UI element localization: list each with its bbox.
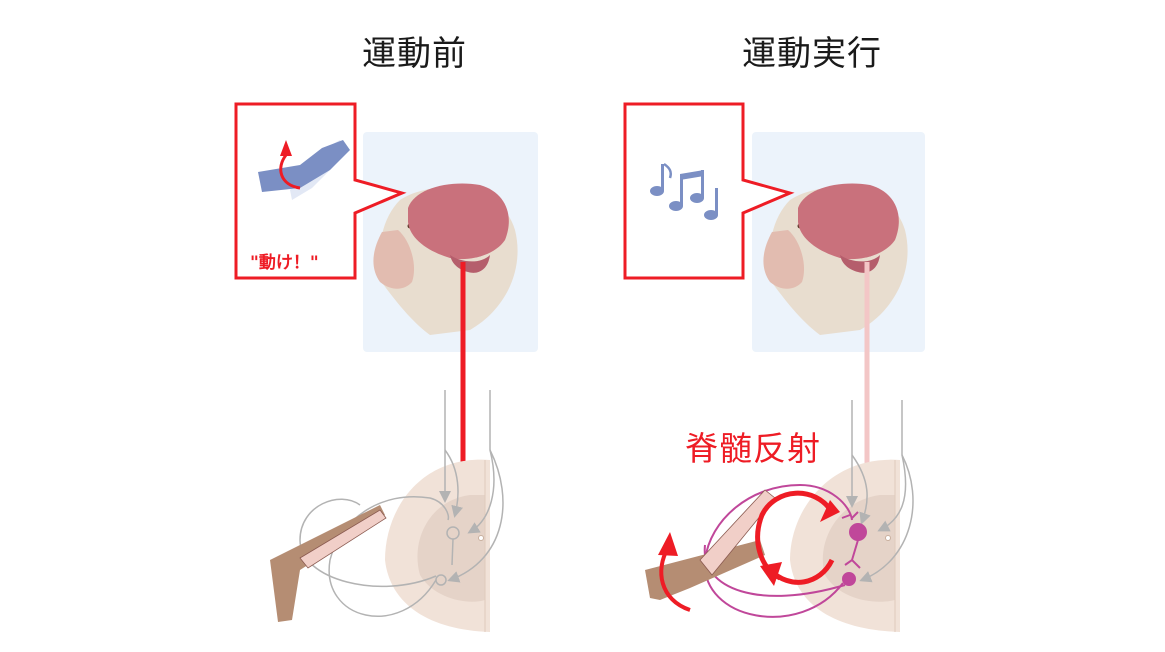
left-neuron-circuits bbox=[299, 390, 504, 617]
spinal-reflex-label: 脊髄反射 bbox=[685, 429, 821, 468]
hand-rotate-icon bbox=[258, 140, 350, 200]
right-sensory-lines bbox=[846, 400, 914, 583]
left-arm bbox=[270, 505, 387, 622]
title-before-movement: 運動前 bbox=[362, 34, 467, 74]
arm-lift-arrow bbox=[658, 532, 691, 612]
left-speech-bubble bbox=[234, 102, 407, 280]
left-spinal-cord bbox=[385, 459, 490, 632]
right-head-panel bbox=[752, 132, 925, 352]
right-speech-bubble bbox=[623, 102, 795, 280]
move-command-quote: "動け！" bbox=[250, 253, 319, 273]
left-head-panel bbox=[363, 132, 538, 352]
right-spinal-cord bbox=[790, 459, 900, 632]
title-movement-execution: 運動実行 bbox=[742, 34, 882, 74]
music-notes-icon bbox=[650, 162, 718, 220]
